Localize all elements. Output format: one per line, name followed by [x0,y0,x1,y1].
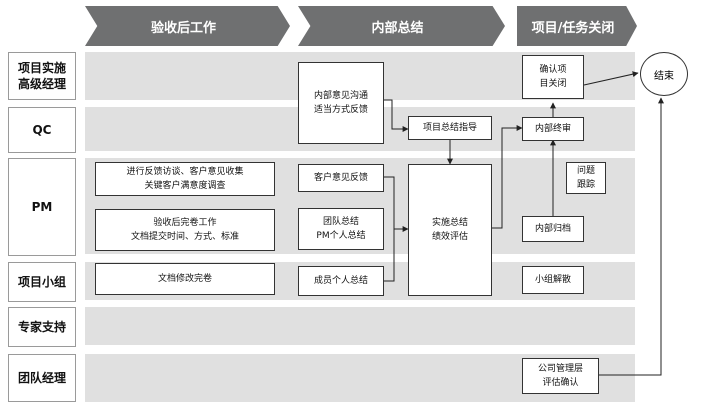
phase-header-internal-summary: 内部总结 [298,6,505,46]
end-node: 结束 [640,52,688,96]
role-pm: PM [8,158,76,256]
box-issue-tracking: 问题 跟踪 [566,162,606,194]
box-member-summary: 成员个人总结 [298,266,384,296]
role-team-manager: 团队经理 [8,354,76,402]
box-customer-feedback: 客户意见反馈 [298,164,384,192]
phase-header-project-close: 项目/任务关闭 [517,6,637,46]
role-senior-manager: 项目实施 高级经理 [8,52,76,100]
box-team-summary: 团队总结 PM个人总结 [298,208,384,250]
box-team-dissolve: 小组解散 [522,266,584,294]
box-internal-comm: 内部意见沟通 适当方式反馈 [298,62,384,144]
box-summary-guidance: 项目总结指导 [408,116,492,140]
box-implementation-summary: 实施总结 绩效评估 [408,164,492,296]
end-label: 结束 [654,70,674,82]
phase-header-after-acceptance: 验收后工作 [85,6,290,46]
box-feedback-visit: 进行反馈访谈、客户意见收集 关键客户满意度调查 [95,162,275,196]
role-expert-support: 专家支持 [8,307,76,347]
box-confirm-close: 确认项 目关闭 [522,55,584,99]
box-doc-archive-work: 验收后完卷工作 文档提交时间、方式、标准 [95,209,275,251]
box-internal-archive: 内部归档 [522,216,584,242]
role-qc: QC [8,107,76,153]
box-doc-revision: 文档修改完卷 [95,263,275,295]
lane-expert-support [85,307,635,345]
role-project-team: 项目小组 [8,262,76,302]
box-mgmt-evaluation: 公司管理层 评估确认 [522,358,599,394]
box-internal-review: 内部终审 [522,117,584,141]
